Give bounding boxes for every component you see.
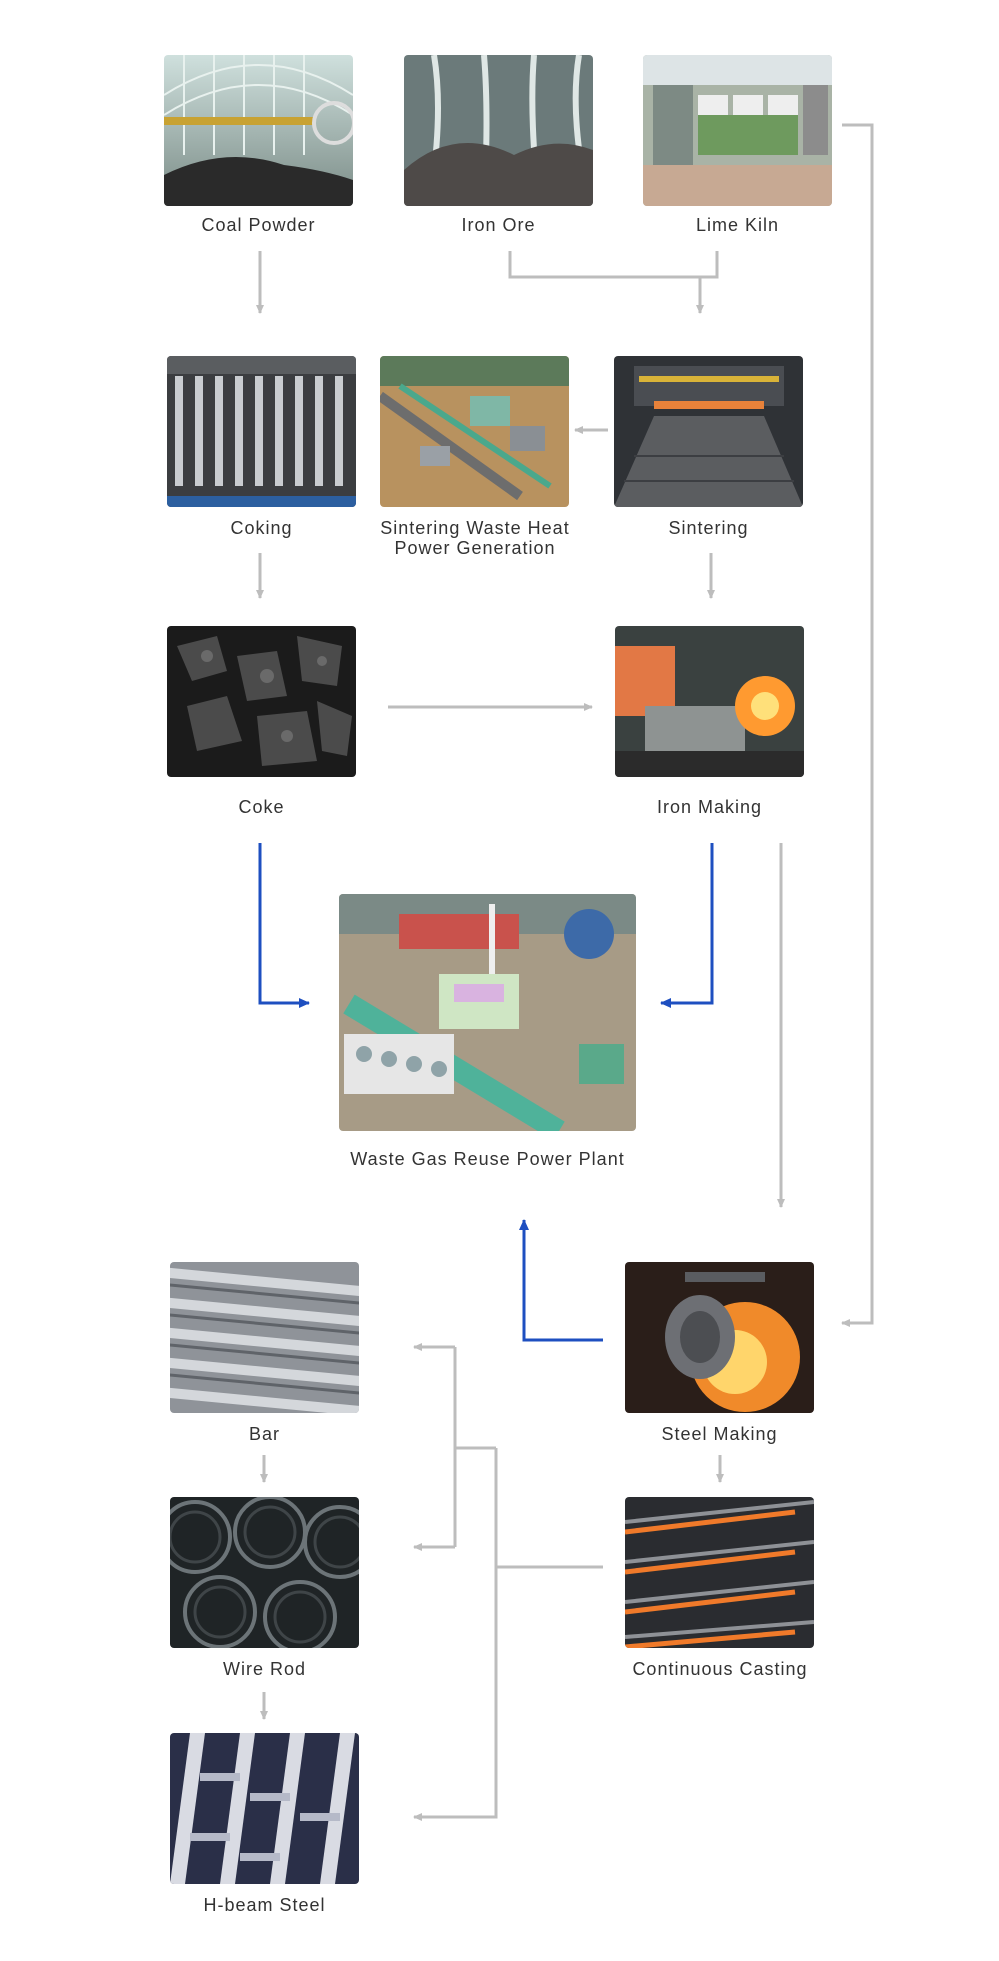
- coke-photo: [167, 626, 356, 777]
- continuous-casting-photo: [625, 1497, 814, 1648]
- lime-kiln-label: Lime Kiln: [695, 215, 780, 235]
- coke-label: Coke: [238, 797, 285, 817]
- iron-making-photo: [615, 626, 804, 777]
- iron-making-label: Iron Making: [656, 797, 763, 817]
- iron-ore-photo: [404, 55, 593, 206]
- power-plant-label: Waste Gas Reuse Power Plant: [350, 1149, 625, 1169]
- coking-photo: [167, 356, 356, 507]
- coking-label: Coking: [230, 518, 293, 538]
- blue-arrow-iron-to-plant: [660, 843, 714, 1008]
- wire-rod-label: Wire Rod: [222, 1659, 306, 1679]
- continuous-casting-label: Continuous Casting: [632, 1659, 808, 1679]
- blue-arrow-steel-to-plant: [519, 1219, 603, 1342]
- sintering-waste-heat-label-line2: Power Generation: [394, 538, 556, 558]
- connector-lime-kiln-to-steel: [841, 123, 874, 1327]
- sintering-label: Sintering: [668, 518, 749, 538]
- coal-powder-photo: [164, 55, 353, 206]
- sintering-waste-heat-label: Sintering Waste Heat Power Generation: [370, 518, 580, 558]
- power-plant-photo: [339, 894, 636, 1131]
- bar-label: Bar: [248, 1424, 280, 1444]
- iron-ore-label: Iron Ore: [461, 215, 536, 235]
- sintering-waste-heat-photo: [380, 356, 569, 507]
- blue-arrow-coke-to-plant: [258, 843, 310, 1008]
- connector-ore-kiln-to-sintering: [508, 251, 719, 313]
- coal-powder-label: Coal Powder: [201, 215, 316, 235]
- connector-casting-to-hbeam: [413, 1448, 498, 1821]
- steel-making-label: Steel Making: [661, 1424, 778, 1444]
- lime-kiln-photo: [643, 55, 832, 206]
- h-beam-label: H-beam Steel: [203, 1895, 326, 1915]
- bar-photo: [170, 1262, 359, 1413]
- connector-casting-to-bar-and-wire: [414, 1345, 496, 1547]
- sintering-photo: [614, 356, 803, 507]
- h-beam-photo: [170, 1733, 359, 1884]
- sintering-waste-heat-label-line1: Sintering Waste Heat: [380, 518, 570, 538]
- wire-rod-photo: [170, 1497, 359, 1648]
- steel-making-photo: [625, 1262, 814, 1413]
